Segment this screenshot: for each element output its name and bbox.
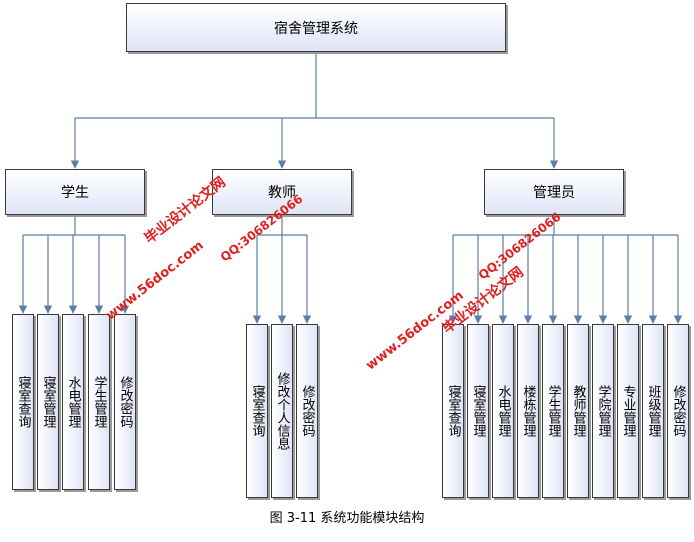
module-label-student: 学生 [61,185,89,201]
leaf-node-box: 寝室查询 [442,324,464,498]
module-node-student: 学生 [5,169,145,215]
leaf-node-box: 修改密码 [667,324,689,498]
leaf-node-box: 修改个人信息 [271,324,293,498]
leaf-node-label: 寝室查询 [15,376,31,428]
root-node-box: 宿舍管理系统 [126,3,506,52]
leaf-node-label: 寝室管理 [40,376,56,428]
figure-caption: 图 3-11 系统功能模块结构 [269,511,425,526]
leaf-node-label: 寝室查询 [249,385,265,437]
leaf-node-box: 寝室管理 [467,324,489,498]
leaf-node-label: 学生管理 [91,376,107,428]
leaf-node-box: 寝室管理 [37,314,59,490]
module-node-admin: 管理员 [484,169,624,215]
module-node-teacher: 教师 [212,169,352,215]
leaf-node-box: 学院管理 [592,324,614,498]
leaf-node-label: 专业管理 [620,385,636,437]
leaf-node-label: 寝室查询 [445,385,461,437]
leaf-node-box: 班级管理 [642,324,664,498]
leaf-node-box: 水电管理 [492,324,514,498]
leaf-node-label: 寝室管理 [470,385,486,437]
module-label-teacher: 教师 [268,185,296,201]
leaf-node-box: 修改密码 [114,314,136,490]
leaf-node-label: 修改密码 [117,376,133,428]
module-label-admin: 管理员 [533,185,575,201]
leaf-node-box: 教师管理 [567,324,589,498]
leaf-node-label: 修改密码 [299,385,315,437]
leaf-node-label: 水电管理 [65,376,81,428]
leaf-node-label: 学生管理 [545,385,561,437]
leaf-node-box: 寝室查询 [12,314,34,490]
leaf-node-label: 楼栋管理 [520,385,536,437]
leaf-node-box: 专业管理 [617,324,639,498]
leaf-node-label: 学院管理 [595,385,611,437]
leaf-node-box: 楼栋管理 [517,324,539,498]
leaf-node-box: 水电管理 [62,314,84,490]
leaf-node-label: 班级管理 [645,385,661,437]
leaf-node-box: 修改密码 [296,324,318,498]
leaf-node-box: 学生管理 [542,324,564,498]
leaf-node-box: 寝室查询 [246,324,268,498]
leaf-node-label: 水电管理 [495,385,511,437]
leaf-node-box: 学生管理 [88,314,110,490]
leaf-node-label: 修改个人信息 [274,372,290,450]
leaf-node-label: 教师管理 [570,385,586,437]
root-node-label: 宿舍管理系统 [274,20,358,37]
leaf-node-label: 修改密码 [670,385,686,437]
